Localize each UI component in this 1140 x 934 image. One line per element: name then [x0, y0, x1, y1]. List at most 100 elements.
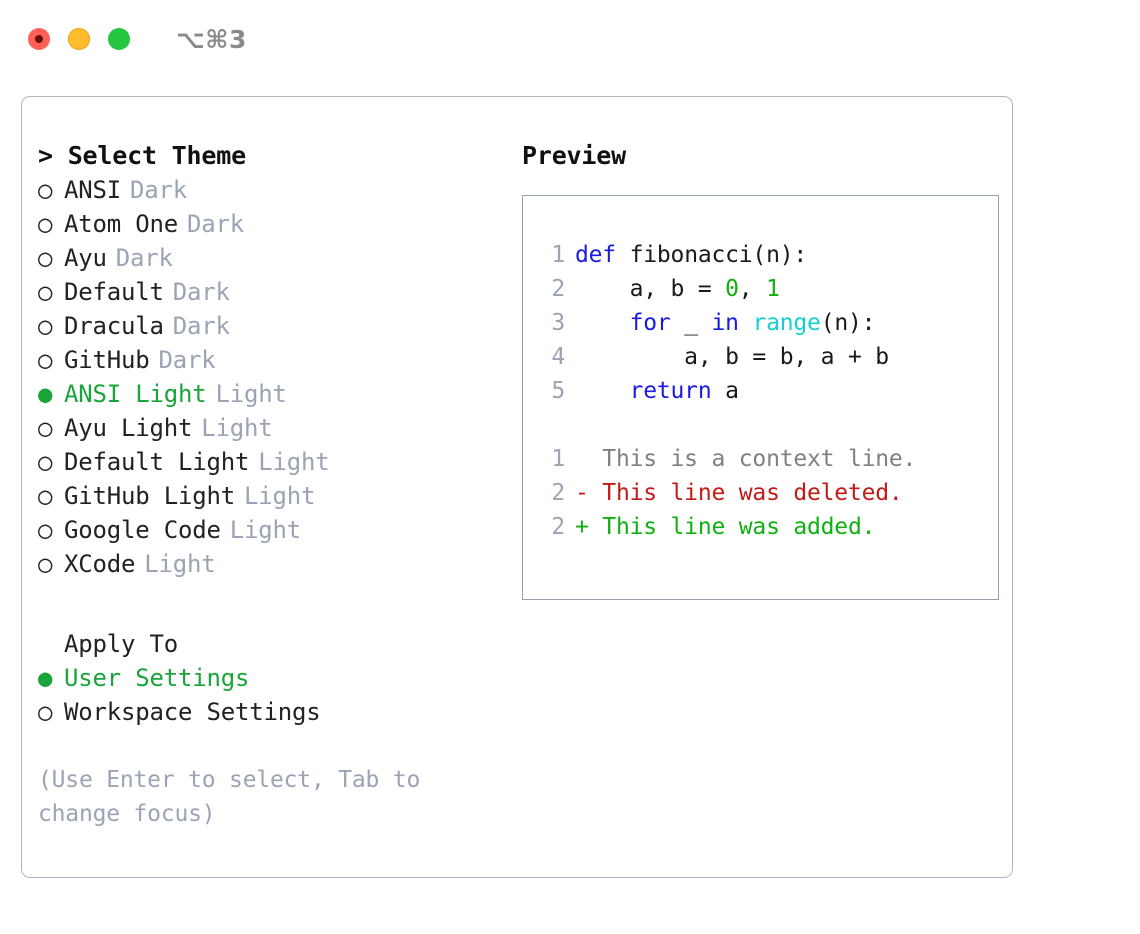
close-button[interactable] [28, 28, 50, 50]
radio-selected-icon[interactable]: ● [38, 380, 53, 408]
theme-name: Google Code [64, 516, 221, 544]
radio-unselected-icon[interactable]: ○ [38, 448, 53, 476]
radio-unselected-icon[interactable]: ○ [38, 312, 53, 340]
theme-list-item[interactable]: ○ Default Light Light [38, 445, 503, 479]
line-number: 2 [551, 276, 565, 302]
theme-name: ANSI [64, 176, 121, 204]
line-number: 1 [551, 242, 565, 268]
theme-name: XCode [64, 550, 136, 578]
code-line: 3 for _ in range(n): [543, 306, 998, 340]
radio-unselected-icon[interactable]: ○ [38, 244, 53, 272]
code-token: _ [670, 310, 712, 336]
theme-list-item[interactable]: ○ GitHub Dark [38, 343, 503, 377]
theme-name: ANSI Light [64, 380, 207, 408]
theme-variant-badge: Dark [172, 278, 230, 306]
theme-name: Default Light [64, 448, 250, 476]
apply-to-list[interactable]: ● User Settings ○Workspace Settings [38, 661, 503, 729]
apply-to-option[interactable]: ● User Settings [38, 661, 503, 695]
diff-text: This line was deleted. [602, 480, 903, 506]
apply-to-label: User Settings [64, 664, 250, 692]
keyboard-hint-text: (Use Enter to select, Tab to change focu… [38, 767, 421, 827]
radio-unselected-icon[interactable]: ○ [38, 698, 53, 726]
code-line: 2 a, b = 0, 1 [543, 272, 998, 306]
theme-list-item[interactable]: ○ Ayu Light Light [38, 411, 503, 445]
theme-variant-badge: Light [258, 448, 330, 476]
code-token [739, 310, 753, 336]
radio-unselected-icon[interactable]: ○ [38, 176, 53, 204]
window-controls [28, 28, 130, 50]
theme-list-item[interactable]: ○ XCode Light [38, 547, 503, 581]
theme-name: GitHub [64, 346, 150, 374]
theme-list-item[interactable]: ○ Default Dark [38, 275, 503, 309]
theme-list-item[interactable]: ○ Dracula Dark [38, 309, 503, 343]
code-line: 4 a, b = b, a + b [543, 340, 998, 374]
minimize-button[interactable] [68, 28, 90, 50]
diff-marker: + [575, 514, 603, 540]
diff-sample: 1 This is a context line.2- This line wa… [543, 442, 998, 544]
line-number: 1 [551, 446, 565, 472]
theme-variant-badge: Light [201, 414, 273, 442]
theme-list-item[interactable]: ○ Ayu Dark [38, 241, 503, 275]
theme-list-item[interactable]: ● ANSI Light Light [38, 377, 503, 411]
theme-variant-badge: Light [229, 516, 301, 544]
theme-variant-badge: Dark [158, 346, 216, 374]
diff-line: 2+ This line was added. [543, 510, 998, 544]
code-token: a, b = b, a + b [575, 344, 889, 370]
code-token: for [629, 310, 671, 336]
theme-variant-badge: Light [244, 482, 316, 510]
diff-line: 1 This is a context line. [543, 442, 998, 476]
radio-unselected-icon[interactable]: ○ [38, 414, 53, 442]
theme-name: Atom One [64, 210, 178, 238]
theme-name: Dracula [64, 312, 164, 340]
code-token: (n): [820, 310, 876, 336]
diff-text: This is a context line. [602, 446, 917, 472]
theme-variant-badge: Dark [115, 244, 173, 272]
code-token: def [575, 242, 616, 268]
apply-to-option[interactable]: ○Workspace Settings [38, 695, 503, 729]
theme-name: Ayu [64, 244, 107, 272]
theme-name: Default [64, 278, 164, 306]
line-number: 2 [551, 480, 565, 506]
radio-selected-icon[interactable]: ● [38, 664, 53, 692]
code-token: return [629, 378, 712, 404]
diff-marker [575, 446, 602, 472]
line-number: 5 [551, 378, 565, 404]
radio-unselected-icon[interactable]: ○ [38, 278, 53, 306]
title-bar: ⌥⌘3 [0, 0, 1140, 78]
radio-unselected-icon[interactable]: ○ [38, 516, 53, 544]
line-number: 2 [551, 514, 565, 540]
theme-variant-badge: Light [215, 380, 287, 408]
theme-name: Ayu Light [64, 414, 193, 442]
code-line: 5 return a [543, 374, 998, 408]
radio-unselected-icon[interactable]: ○ [38, 482, 53, 510]
code-token [575, 310, 630, 336]
line-number: 4 [551, 344, 565, 370]
code-token: 1 [766, 276, 780, 302]
radio-unselected-icon[interactable]: ○ [38, 346, 53, 374]
diff-line: 2- This line was deleted. [543, 476, 998, 510]
code-token: , [738, 276, 767, 302]
theme-variant-badge: Dark [172, 312, 230, 340]
code-token: 0 [725, 276, 739, 302]
diff-marker: - [575, 480, 603, 506]
theme-list-item[interactable]: ○ Google Code Light [38, 513, 503, 547]
page-title: > Select Theme [38, 141, 246, 170]
theme-variant-badge: Light [144, 550, 216, 578]
radio-unselected-icon[interactable]: ○ [38, 550, 53, 578]
keyboard-shortcut-label: ⌥⌘3 [176, 24, 247, 54]
radio-unselected-icon[interactable]: ○ [38, 210, 53, 238]
maximize-button[interactable] [108, 28, 130, 50]
theme-list-item[interactable]: ○ GitHub Light Light [38, 479, 503, 513]
code-token: in [711, 310, 739, 336]
code-token: a, b = [575, 276, 726, 302]
theme-name: GitHub Light [64, 482, 235, 510]
